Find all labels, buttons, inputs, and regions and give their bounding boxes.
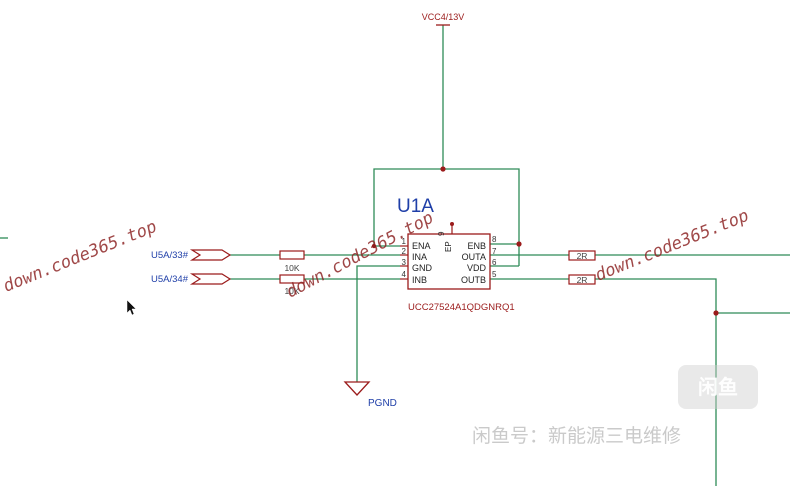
pin-name-inb: INB [412,275,427,285]
wires [0,25,790,486]
resistor-body-output-b [568,274,596,285]
resistor-input-b[interactable]: 10K [279,274,305,296]
brand-logo-box [678,365,758,409]
mouse-cursor-icon [126,299,137,316]
pin-number-vdd: 6 [492,258,497,267]
junction-ena [371,243,377,249]
resistor-body-input-b [279,274,305,284]
net-flag-arrow-b-icon [189,273,232,285]
pin-name-outa: OUTA [462,252,486,262]
watermarks: down.code365.top down.code365.top down.c… [0,206,758,447]
net-label-input-a: U5A/33# [151,250,189,261]
vcc-label: VCC4/13V [422,12,465,22]
pin-number-ena: 1 [402,237,407,246]
junction-enb [516,241,522,247]
junction-vcc [440,166,446,172]
junctions [371,166,719,316]
pin-ep-dot [450,222,454,226]
resistor-value-input-a: 10K [284,263,299,273]
resistor-value-output-b: 2R [577,275,588,285]
brand-logo: 闲鱼 [678,365,758,409]
junction-outb-branch [713,310,719,316]
brand-watermark-text: 闲鱼号：新能源三电维修 [472,425,681,447]
vcc-power-symbol[interactable]: VCC4/13V [422,12,465,26]
resistor-body-input-a [279,250,305,260]
ic-designator: U1A [397,196,434,217]
pin-number-ep: 9 [437,231,446,236]
pin-number-ina: 2 [402,247,407,256]
resistor-output-a[interactable]: 2R [568,250,596,261]
ic-u1a[interactable]: U1A 1 2 3 4 ENA INA GND INB 8 7 6 5 ENB … [397,196,515,313]
wire-vcc-loop [373,168,520,266]
pin-name-ep: EP [444,241,453,252]
brand-logo-text: 闲鱼 [698,375,738,399]
pin-number-outb: 5 [492,270,497,279]
resistor-body-output-a [568,250,596,261]
resistor-input-a[interactable]: 10K [279,250,305,273]
pin-number-inb: 4 [402,270,407,279]
ground-triangle-icon [343,381,371,396]
ground-label: PGND [368,398,397,409]
net-flag-input-a[interactable]: U5A/33# [151,249,232,261]
ic-part-number: UCC27524A1QDGNRQ1 [408,302,515,313]
pin-name-enb: ENB [467,241,486,251]
watermark-site-1: down.code365.top [0,217,159,297]
wire-gnd [356,265,400,382]
pin-name-ina: INA [412,252,427,262]
resistor-value-input-b: 10K [284,286,299,296]
net-flag-input-b[interactable]: U5A/34# [151,273,232,285]
net-label-input-b: U5A/34# [151,274,189,285]
resistor-output-b[interactable]: 2R [568,274,596,285]
pin-name-ena: ENA [412,241,431,251]
pin-number-gnd: 3 [402,258,407,267]
pin-name-outb: OUTB [461,275,486,285]
net-flag-arrow-a-icon [189,249,232,261]
watermark-site-3: down.code365.top [592,206,751,286]
wire-outb-right [595,278,717,486]
resistor-value-output-a: 2R [577,251,588,261]
ic-body [407,233,491,290]
ground-symbol[interactable]: PGND [343,381,397,409]
pin-number-outa: 7 [492,247,497,256]
pin-number-enb: 8 [492,235,497,244]
pin-name-gnd: GND [412,263,433,273]
pin-name-vdd: VDD [467,263,487,273]
